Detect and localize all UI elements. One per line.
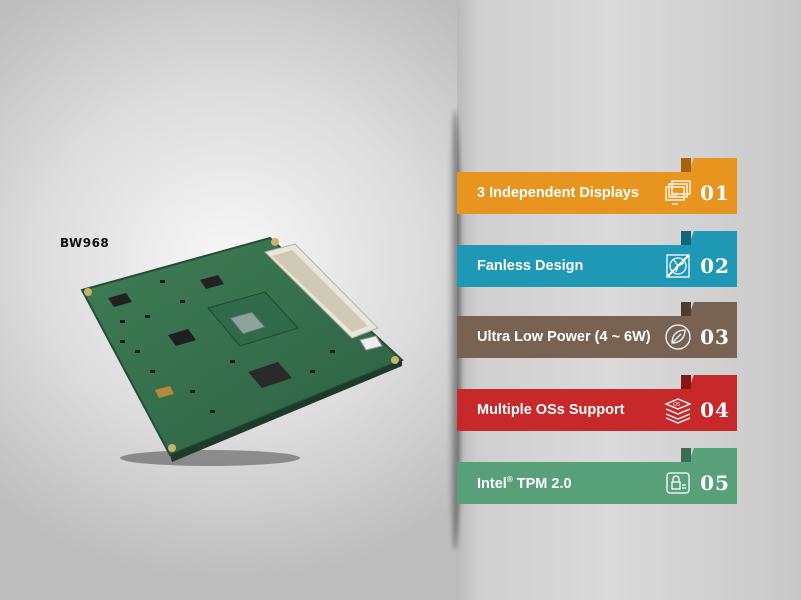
feature-number: 03 (700, 325, 730, 349)
tpm-lock-icon (663, 468, 693, 498)
feature-label: Ultra Low Power (4 ~ 6W) (477, 329, 651, 345)
feature-number: 01 (700, 181, 730, 205)
svg-text:4K: 4K (670, 192, 679, 199)
feature-number: 02 (700, 254, 730, 278)
svg-text:OS: OS (673, 402, 680, 408)
tab-fold (681, 448, 691, 464)
feature-band: Intel® TPM 2.0 (457, 462, 705, 504)
feature-label-rest: TPM 2.0 (512, 475, 572, 492)
tab-fold (681, 375, 691, 391)
panel-shadow (448, 110, 462, 550)
feature-label: Fanless Design (477, 258, 584, 274)
feature-number: 04 (700, 398, 730, 422)
feature-item-low-power: Ultra Low Power (4 ~ 6W) 03 (457, 302, 747, 358)
feature-band: Ultra Low Power (4 ~ 6W) (457, 316, 705, 358)
feature-item-fanless: Fanless Design 02 (457, 231, 747, 287)
feature-label: Intel® TPM 2.0 (457, 475, 572, 492)
feature-band: 3 Independent Displays (457, 172, 705, 214)
feature-band: Multiple OSs Support (457, 389, 705, 431)
fanless-icon (663, 251, 693, 281)
feature-item-tpm: Intel® TPM 2.0 05 (457, 448, 747, 504)
feature-label: Multiple OSs Support (477, 402, 625, 418)
feature-item-displays: 3 Independent Displays 4K 01 (457, 158, 747, 214)
tab-fold (681, 231, 691, 247)
feature-label: 3 Independent Displays (477, 185, 639, 201)
feature-number: 05 (700, 471, 730, 495)
tab-fold (681, 158, 691, 174)
os-stack-icon: OS (663, 395, 693, 425)
feature-label-main: Intel (477, 475, 507, 492)
feature-item-os-support: Multiple OSs Support OS 04 (457, 375, 747, 431)
multi-display-4k-icon: 4K (663, 178, 693, 208)
tab-fold (681, 302, 691, 318)
board-image (60, 220, 420, 470)
product-name: BW968 (60, 236, 110, 250)
feature-panel (457, 0, 801, 600)
leaf-icon (663, 322, 693, 352)
feature-band: Fanless Design (457, 245, 705, 287)
registered-mark: ® (506, 474, 513, 484)
